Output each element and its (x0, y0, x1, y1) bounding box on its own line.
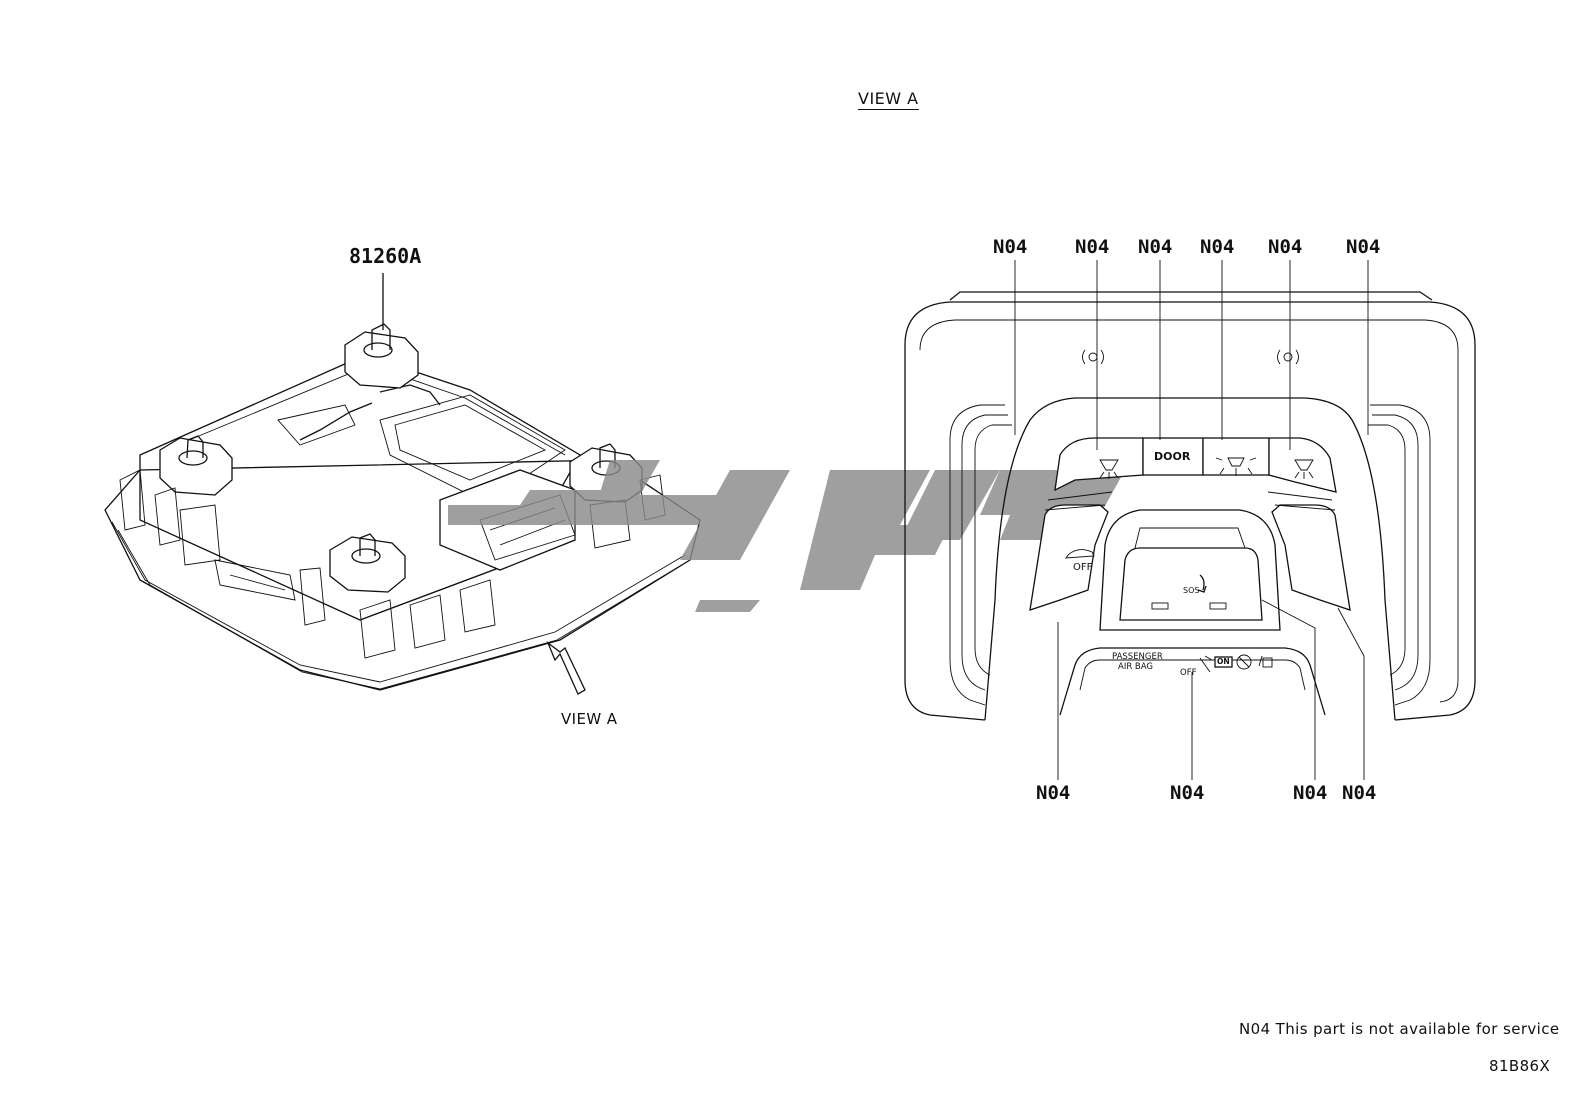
sos-label: SOS (1183, 586, 1200, 595)
callout-n04-top-3[interactable]: N04 (1138, 236, 1173, 258)
seatbelt-icon (1199, 655, 1213, 673)
sunroof-icon (1065, 549, 1095, 559)
passenger-seat-icon (1258, 655, 1273, 668)
callout-n04-top-4[interactable]: N04 (1200, 236, 1235, 258)
microphone-icon (1277, 349, 1299, 365)
airbag-icon (1236, 654, 1252, 670)
map-light-icon-left (1099, 459, 1119, 479)
callout-n04-top-2[interactable]: N04 (1075, 236, 1110, 258)
airbag-on-label: ON (1217, 657, 1230, 666)
part-number-label[interactable]: 81260A (349, 244, 422, 268)
view-a-arrow-label: VIEW A (561, 710, 618, 728)
callout-n04-bottom-3[interactable]: N04 (1293, 782, 1328, 804)
callout-n04-bottom-1[interactable]: N04 (1036, 782, 1071, 804)
microphone-icon (1082, 349, 1104, 365)
callout-n04-bottom-2[interactable]: N04 (1170, 782, 1205, 804)
map-light-icon-right (1294, 459, 1314, 479)
view-a-panel-drawing (904, 260, 1476, 780)
dome-light-icon (1215, 457, 1257, 476)
passenger-label: PASSENGER (1112, 652, 1163, 662)
illustration-code: 81B86X (1489, 1057, 1551, 1075)
callout-n04-top-5[interactable]: N04 (1268, 236, 1303, 258)
sunroof-off-label: OFF (1073, 562, 1093, 573)
footnote: N04 This part is not available for servi… (1239, 1020, 1560, 1038)
sos-icon (1197, 574, 1207, 593)
airbag-off-label: OFF (1180, 668, 1197, 678)
view-title: VIEW A (858, 89, 919, 110)
callout-n04-top-6[interactable]: N04 (1346, 236, 1381, 258)
air-bag-label: AIR BAG (1118, 662, 1154, 672)
callout-n04-top-1[interactable]: N04 (993, 236, 1028, 258)
callout-n04-bottom-4[interactable]: N04 (1342, 782, 1377, 804)
door-button-label: DOOR (1154, 450, 1191, 463)
